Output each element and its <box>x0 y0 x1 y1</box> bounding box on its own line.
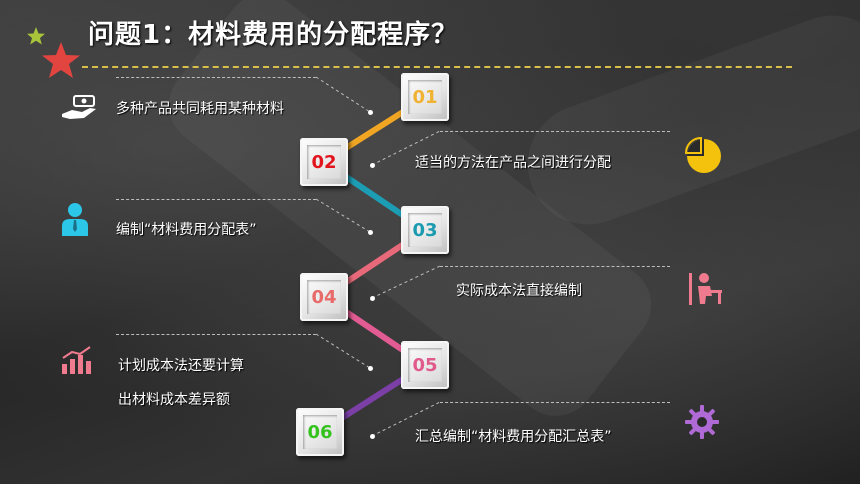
title-divider <box>82 66 792 68</box>
step-number: 05 <box>408 348 442 382</box>
leader-dot-1 <box>368 110 373 115</box>
big-star-icon <box>42 42 80 78</box>
step-label-1: 多种产品共同耗用某种材料 <box>116 101 284 117</box>
leader-line-5 <box>116 334 316 335</box>
pie-chart-icon <box>684 136 721 173</box>
step-number: 04 <box>307 280 341 314</box>
leader-dot-6 <box>370 434 375 439</box>
leader-dot-2 <box>370 163 375 168</box>
step-box-03: 03 <box>401 206 449 254</box>
bar-chart-icon <box>62 346 91 374</box>
gear-icon <box>685 405 719 439</box>
leader-line-4 <box>440 266 670 267</box>
step-box-01: 01 <box>401 73 449 121</box>
hand-receiving-icon <box>62 95 96 119</box>
small-star-icon <box>27 27 45 45</box>
step-label-6: 汇总编制“材料费用分配汇总表” <box>415 429 612 445</box>
leader-dot-3 <box>368 230 373 235</box>
leader-line-1 <box>116 77 316 78</box>
leader-line-2 <box>440 131 670 132</box>
page-title: 问题1：材料费用的分配程序？ <box>88 20 459 50</box>
leader-dot-5 <box>368 366 373 371</box>
step-number: 03 <box>408 213 442 247</box>
step-label-5a: 计划成本法还要计算 <box>118 358 244 374</box>
person-icon <box>62 203 88 236</box>
step-label-5b: 出材料成本差异额 <box>118 392 230 408</box>
step-box-06: 06 <box>296 408 344 456</box>
step-label-3: 编制“材料费用分配表” <box>116 222 257 238</box>
step-number: 01 <box>408 80 442 114</box>
step-label-2: 适当的方法在产品之间进行分配 <box>415 155 611 171</box>
step-number: 02 <box>307 145 341 179</box>
step-box-05: 05 <box>401 341 449 389</box>
leader-line-3 <box>116 199 316 200</box>
step-number: 06 <box>303 415 337 449</box>
step-box-02: 02 <box>300 138 348 186</box>
leader-line-6 <box>440 402 670 403</box>
person-at-desk-icon <box>689 273 722 305</box>
leader-dot-4 <box>370 296 375 301</box>
step-label-4: 实际成本法直接编制 <box>456 283 582 299</box>
step-box-04: 04 <box>300 273 348 321</box>
